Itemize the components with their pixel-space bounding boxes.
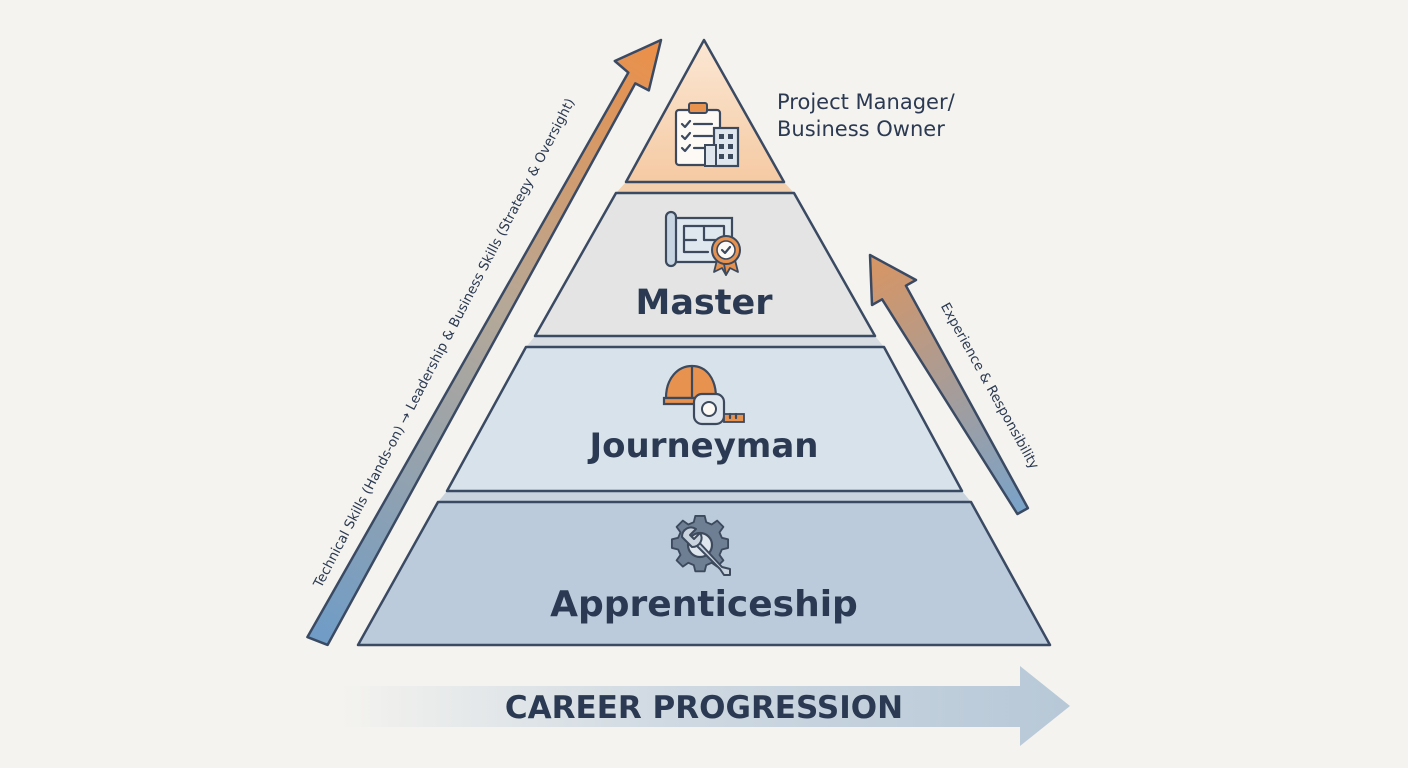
tier-apprenticeship	[356, 500, 1052, 647]
tier-label-master: Master	[635, 283, 773, 323]
tier-label-journeyman: Journeyman	[588, 426, 819, 466]
tier-label-apprenticeship: Apprenticeship	[550, 584, 858, 625]
hardhat-tape-measure-icon	[662, 364, 745, 426]
tier-label-project-manager-line1: Project Manager/	[777, 90, 956, 114]
gear-wrench-icon	[670, 515, 731, 576]
tier-master	[533, 191, 877, 338]
clipboard-building-icon	[674, 102, 740, 168]
blueprint-award-icon	[664, 210, 741, 276]
career-progression-label: CAREER PROGRESSION	[505, 690, 903, 726]
pyramid	[356, 38, 1052, 647]
career-progression-arrow: CAREER PROGRESSION	[340, 666, 1070, 746]
tier-label-project-manager-line2: Business Owner	[777, 117, 945, 141]
